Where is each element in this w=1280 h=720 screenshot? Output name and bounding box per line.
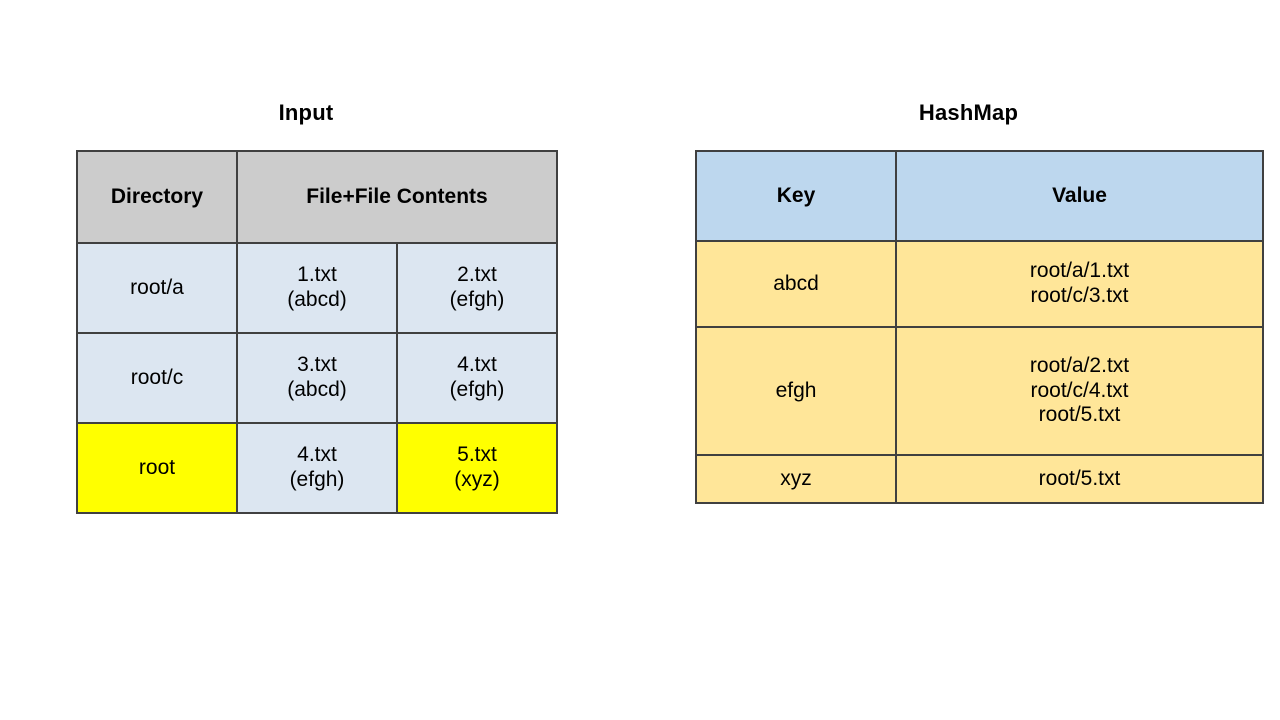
hashmap-entry-0-key: abcd: [695, 240, 897, 328]
input-row-1-file-0: 3.txt (abcd): [236, 332, 398, 424]
input-row-1-file-1: 4.txt (efgh): [396, 332, 558, 424]
value-path: root/5.txt: [1038, 403, 1121, 427]
hashmap-entry-row: efgh root/a/2.txt root/c/4.txt root/5.tx…: [695, 326, 1264, 456]
input-header-directory: Directory: [76, 150, 238, 244]
hashmap-header-value: Value: [895, 150, 1264, 242]
input-row-1-directory: root/c: [76, 332, 238, 424]
hashmap-entry-2-key: xyz: [695, 454, 897, 504]
file-name: 5.txt: [457, 443, 497, 467]
hashmap-entry-row: xyz root/5.txt: [695, 454, 1264, 504]
value-path: root/c/3.txt: [1030, 284, 1129, 307]
input-table-row: root/a 1.txt (abcd) 2.txt (efgh): [76, 242, 558, 334]
file-contents: (abcd): [287, 378, 347, 401]
file-name: 2.txt: [457, 263, 497, 287]
input-table-header-row: Directory File+File Contents: [76, 150, 558, 244]
hashmap-entry-row: abcd root/a/1.txt root/c/3.txt: [695, 240, 1264, 328]
input-row-2-file-0: 4.txt (efgh): [236, 422, 398, 514]
file-contents: (efgh): [449, 378, 505, 401]
hashmap-entry-1-key: efgh: [695, 326, 897, 456]
value-path: root/5.txt: [1038, 466, 1121, 490]
value-path: root/c/4.txt: [1030, 378, 1129, 402]
hashmap-header-key: Key: [695, 150, 897, 242]
input-header-files: File+File Contents: [236, 150, 558, 244]
input-table-row: root 4.txt (efgh) 5.txt (xyz): [76, 422, 558, 514]
file-contents: (efgh): [449, 288, 505, 311]
hashmap-header-row: Key Value: [695, 150, 1264, 242]
hashmap-entry-1-value: root/a/2.txt root/c/4.txt root/5.txt: [895, 326, 1264, 456]
input-panel-title: Input: [278, 100, 334, 125]
file-name: 4.txt: [457, 353, 497, 377]
file-name: 1.txt: [297, 263, 337, 287]
hashmap-table: Key Value abcd root/a/1.txt root/c/3.txt…: [695, 150, 1264, 504]
value-path: root/a/1.txt: [1029, 259, 1130, 283]
hashmap-entry-0-value: root/a/1.txt root/c/3.txt: [895, 240, 1264, 328]
input-row-0-file-0: 1.txt (abcd): [236, 242, 398, 334]
file-contents: (abcd): [287, 288, 347, 311]
value-path: root/a/2.txt: [1029, 353, 1130, 377]
input-row-2-directory: root: [76, 422, 238, 514]
hashmap-panel-title: HashMap: [918, 100, 1019, 125]
file-name: 3.txt: [297, 353, 337, 377]
file-contents: (xyz): [454, 468, 500, 491]
hashmap-entry-2-value: root/5.txt: [895, 454, 1264, 504]
file-name: 4.txt: [297, 443, 337, 467]
input-row-0-file-1: 2.txt (efgh): [396, 242, 558, 334]
input-table: Directory File+File Contents root/a 1.tx…: [76, 150, 558, 514]
input-row-0-directory: root/a: [76, 242, 238, 334]
input-table-row: root/c 3.txt (abcd) 4.txt (efgh): [76, 332, 558, 424]
input-row-2-file-1: 5.txt (xyz): [396, 422, 558, 514]
file-contents: (efgh): [289, 468, 345, 491]
